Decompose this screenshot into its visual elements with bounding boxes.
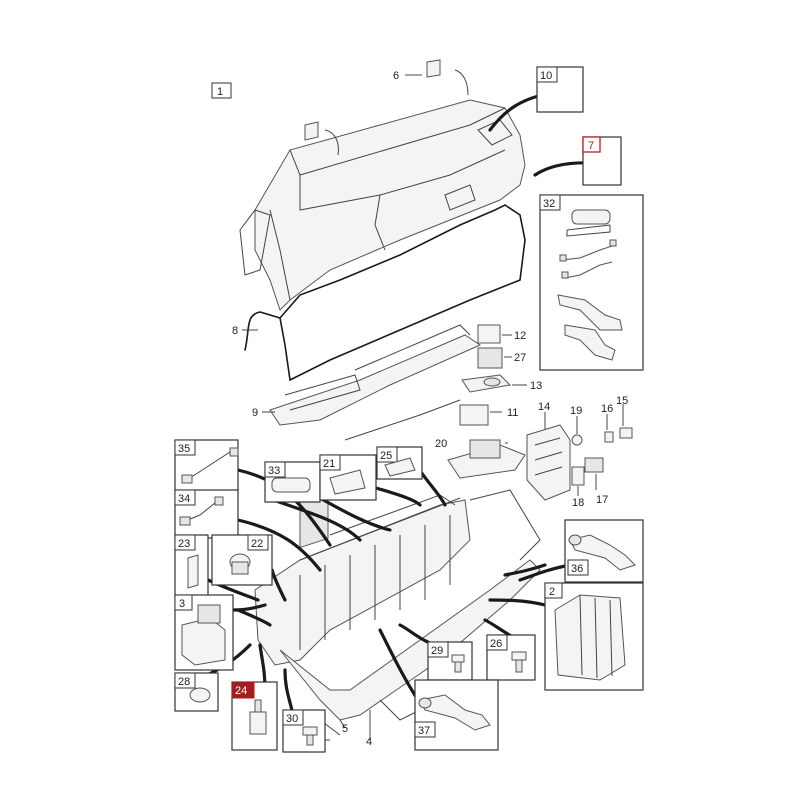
- svg-text:4: 4: [366, 736, 372, 748]
- inset-10[interactable]: 10: [536, 66, 584, 113]
- svg-text:32: 32: [543, 198, 555, 210]
- inset-25[interactable]: 25: [376, 446, 423, 480]
- svg-text:16: 16: [601, 403, 613, 415]
- svg-text:29: 29: [431, 645, 443, 657]
- inset-26[interactable]: 26: [486, 634, 536, 681]
- part-17-fuse-holder[interactable]: [584, 457, 604, 473]
- inset-24[interactable]: 24: [231, 681, 278, 751]
- part-labels: 6 8 9 12 27 13 11 20 14 19 16 15 17 18 5…: [232, 70, 628, 748]
- svg-text:21: 21: [323, 458, 335, 470]
- svg-text:9: 9: [252, 407, 258, 419]
- part-27-connector[interactable]: [477, 347, 503, 369]
- svg-text:6: 6: [393, 70, 399, 82]
- battery-cover[interactable]: [239, 99, 526, 311]
- inset-32[interactable]: 32: [539, 194, 644, 371]
- inset-35[interactable]: 35: [174, 439, 239, 494]
- svg-text:19: 19: [570, 405, 582, 417]
- inset-33[interactable]: 33: [264, 461, 321, 503]
- svg-text:23: 23: [178, 538, 190, 550]
- inset-34[interactable]: 34: [174, 489, 239, 539]
- svg-text:14: 14: [538, 401, 550, 413]
- inset-37[interactable]: 37: [414, 679, 499, 751]
- svg-text:34: 34: [178, 493, 190, 505]
- svg-text:15: 15: [616, 395, 628, 407]
- cover-gasket[interactable]: [244, 204, 526, 382]
- svg-text:11: 11: [507, 407, 518, 419]
- svg-text:27: 27: [514, 352, 526, 364]
- svg-text:26: 26: [490, 638, 502, 650]
- part-12-block[interactable]: [477, 324, 501, 344]
- part-14-control-unit[interactable]: [526, 424, 571, 501]
- svg-text:24: 24: [235, 685, 247, 697]
- inset-36[interactable]: 36: [564, 519, 644, 583]
- inset-30[interactable]: 30: [282, 709, 326, 753]
- svg-text:18: 18: [572, 497, 584, 509]
- part-11-sensor[interactable]: [459, 404, 489, 426]
- svg-text:8: 8: [232, 325, 238, 337]
- lower-tray[interactable]: [269, 324, 482, 441]
- svg-text:35: 35: [178, 443, 190, 455]
- svg-text:33: 33: [268, 465, 280, 477]
- svg-text:37: 37: [418, 725, 430, 737]
- svg-text:36: 36: [571, 563, 583, 575]
- inset-7[interactable]: 7: [582, 136, 622, 186]
- svg-text:28: 28: [178, 676, 190, 688]
- part-13-bracket[interactable]: [461, 374, 512, 393]
- svg-text:12: 12: [514, 330, 526, 342]
- inset-21[interactable]: 21: [319, 454, 377, 501]
- svg-text:2: 2: [549, 586, 555, 598]
- svg-text:17: 17: [596, 494, 608, 506]
- part-20-housing[interactable]: [447, 439, 526, 479]
- inset-23[interactable]: 23: [174, 534, 209, 598]
- part-15-fuse[interactable]: [619, 427, 633, 439]
- svg-text:5: 5: [342, 723, 348, 735]
- inset-22[interactable]: 22: [211, 534, 273, 586]
- svg-text:7: 7: [588, 140, 594, 152]
- svg-text:22: 22: [251, 538, 263, 550]
- svg-text:1: 1: [217, 86, 223, 98]
- cover-clips[interactable]: [304, 59, 469, 156]
- svg-text:25: 25: [380, 450, 392, 462]
- inset-28[interactable]: 28: [174, 672, 219, 712]
- svg-text:3: 3: [179, 598, 185, 610]
- svg-text:13: 13: [530, 380, 542, 392]
- part-16-clip[interactable]: [604, 431, 614, 443]
- inset-29[interactable]: 29: [427, 641, 473, 681]
- svg-text:30: 30: [286, 713, 298, 725]
- svg-text:10: 10: [540, 70, 552, 82]
- part-18-relay[interactable]: [571, 466, 585, 486]
- svg-text:20: 20: [435, 438, 447, 450]
- inset-3[interactable]: 3: [174, 594, 234, 671]
- part-19-nut[interactable]: [571, 434, 583, 446]
- callout-1: 1: [211, 82, 232, 99]
- inset-2[interactable]: 2: [544, 582, 644, 691]
